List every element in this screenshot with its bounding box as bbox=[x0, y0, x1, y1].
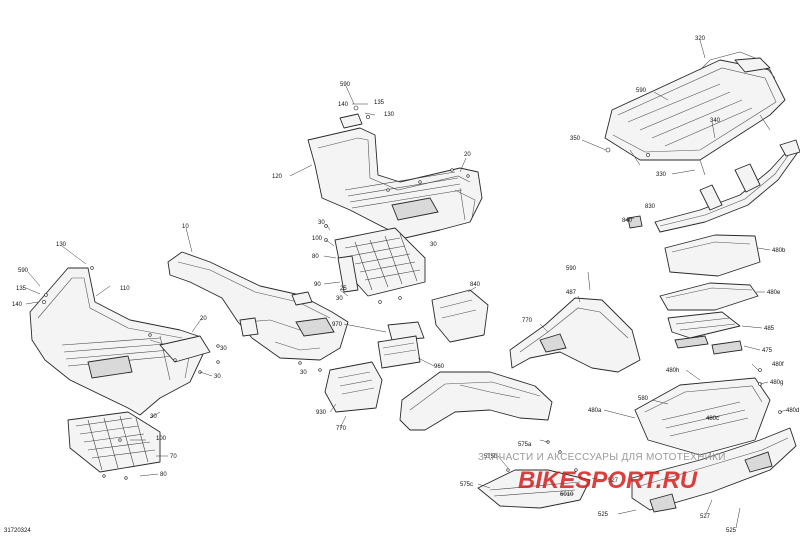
rear-storage-assembly bbox=[634, 234, 782, 456]
skid-plate bbox=[477, 440, 591, 509]
callout-135[interactable]: 135 bbox=[16, 286, 27, 292]
callout-10[interactable]: 10 bbox=[182, 224, 189, 230]
callout-30[interactable]: 30 bbox=[220, 346, 227, 352]
logo-text: BIKESPORT.RU bbox=[518, 467, 698, 494]
callout-130[interactable]: 130 bbox=[384, 112, 395, 118]
callout-25[interactable]: 25 bbox=[340, 286, 347, 292]
front-fenders bbox=[399, 297, 641, 431]
callout-527[interactable]: 527 bbox=[608, 478, 619, 484]
callout-770[interactable]: 770 bbox=[522, 318, 533, 324]
callout-590[interactable]: 590 bbox=[566, 266, 577, 272]
callout-80[interactable]: 80 bbox=[160, 472, 167, 478]
center-floor-frame bbox=[167, 251, 349, 372]
left-footwell bbox=[29, 266, 220, 416]
watermark-text: ЗАПЧАСТИ И АКСЕССУАРЫ ДЛЯ МОТОТЕХНИКИ bbox=[478, 452, 726, 463]
callout-830[interactable]: 830 bbox=[645, 204, 656, 210]
callout-30[interactable]: 30 bbox=[430, 242, 437, 248]
callout-770[interactable]: 770 bbox=[336, 426, 347, 432]
callout-320[interactable]: 320 bbox=[695, 36, 706, 42]
callout-135[interactable]: 135 bbox=[374, 100, 385, 106]
callout-330[interactable]: 330 bbox=[656, 172, 667, 178]
callout-30[interactable]: 30 bbox=[300, 370, 307, 376]
callout-70[interactable]: 70 bbox=[170, 454, 177, 460]
left-footrest-plate bbox=[67, 411, 161, 480]
callout-480g[interactable]: 480g bbox=[770, 380, 783, 386]
callout-480h[interactable]: 480h bbox=[666, 368, 679, 374]
callout-140[interactable]: 140 bbox=[338, 102, 349, 108]
callout-120[interactable]: 120 bbox=[272, 174, 283, 180]
callout-480d[interactable]: 480d bbox=[786, 408, 799, 414]
callout-575c[interactable]: 575c bbox=[460, 482, 473, 488]
callout-590[interactable]: 590 bbox=[18, 268, 29, 274]
watermark: ЗАПЧАСТИ И АКСЕССУАРЫ ДЛЯ МОТОТЕХНИКИ BI… bbox=[478, 452, 798, 497]
callout-80[interactable]: 80 bbox=[312, 254, 319, 260]
callout-30[interactable]: 30 bbox=[214, 374, 221, 380]
callout-970[interactable]: 970 bbox=[332, 322, 343, 328]
callout-590[interactable]: 590 bbox=[636, 88, 647, 94]
callout-480f[interactable]: 480f bbox=[772, 362, 784, 368]
callout-labels: 320 590 340 350 330 830 840 590 135 140 … bbox=[12, 36, 799, 534]
callout-525[interactable]: 525 bbox=[598, 512, 609, 518]
callout-100[interactable]: 100 bbox=[156, 436, 167, 442]
callout-930[interactable]: 930 bbox=[316, 410, 327, 416]
drawing-number: 31720324 bbox=[4, 528, 31, 534]
callout-485[interactable]: 485 bbox=[764, 326, 775, 332]
callout-100[interactable]: 100 bbox=[312, 236, 323, 242]
callout-20[interactable]: 20 bbox=[200, 316, 207, 322]
callout-590[interactable]: 590 bbox=[340, 82, 351, 88]
leader-lines bbox=[25, 39, 787, 529]
callout-840[interactable]: 840 bbox=[622, 218, 633, 224]
callout-475[interactable]: 475 bbox=[762, 348, 773, 354]
rear-bumper-bar bbox=[627, 139, 800, 233]
callout-350[interactable]: 350 bbox=[570, 136, 581, 142]
callout-580[interactable]: 580 bbox=[638, 396, 649, 402]
callout-840[interactable]: 840 bbox=[470, 282, 481, 288]
callout-30[interactable]: 30 bbox=[336, 296, 343, 302]
callout-527[interactable]: 527 bbox=[700, 514, 711, 520]
bikesport-logo: BIKESPORT.RU bbox=[518, 467, 698, 494]
callout-6010[interactable]: 6010 bbox=[560, 492, 574, 498]
callout-30[interactable]: 30 bbox=[150, 414, 157, 420]
callout-140[interactable]: 140 bbox=[12, 302, 23, 308]
callout-575b[interactable]: 575b bbox=[484, 454, 498, 460]
callout-90[interactable]: 90 bbox=[314, 282, 321, 288]
right-footwell bbox=[307, 105, 483, 239]
callout-480a[interactable]: 480a bbox=[588, 408, 602, 414]
right-footrest-plate bbox=[324, 224, 426, 304]
callout-575a[interactable]: 575a bbox=[518, 442, 532, 448]
mud-guard-panels bbox=[324, 289, 489, 413]
callout-30[interactable]: 30 bbox=[318, 220, 325, 226]
callout-130[interactable]: 130 bbox=[56, 242, 67, 248]
callout-480e[interactable]: 480e bbox=[767, 290, 781, 296]
callout-480b[interactable]: 480b bbox=[772, 248, 786, 254]
callout-525[interactable]: 525 bbox=[726, 528, 737, 534]
rear-rack bbox=[604, 51, 786, 176]
callout-960[interactable]: 960 bbox=[434, 364, 445, 370]
rear-lower-bumper bbox=[631, 427, 797, 513]
callout-340[interactable]: 340 bbox=[710, 118, 721, 124]
callout-110[interactable]: 110 bbox=[120, 286, 130, 292]
callout-487[interactable]: 487 bbox=[566, 290, 577, 296]
callout-480c[interactable]: 480c bbox=[706, 416, 719, 422]
callout-20[interactable]: 20 bbox=[464, 152, 471, 158]
